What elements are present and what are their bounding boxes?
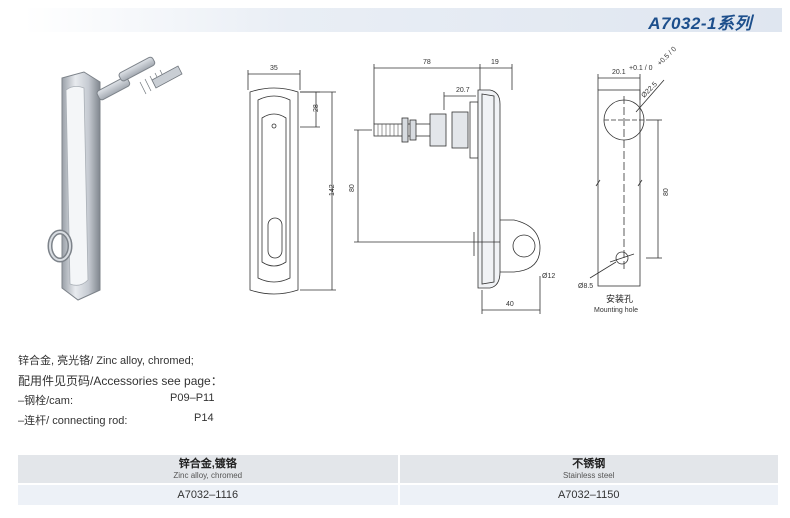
series-title: A7032-1系列 bbox=[648, 14, 752, 33]
front-view bbox=[247, 70, 336, 295]
rod-label: –连杆/ connecting rod: bbox=[18, 415, 128, 427]
mounting-height-label: 80 bbox=[663, 188, 670, 196]
side-ring-label: Ø12 bbox=[542, 273, 555, 280]
cam-pages: P09–P11 bbox=[170, 392, 215, 404]
column-header-en: Zinc alloy, chromed bbox=[173, 471, 243, 480]
mounting-hole-view bbox=[589, 74, 665, 287]
side-thread-label: 20.7 bbox=[456, 87, 470, 94]
mounting-caption-en: Mounting hole bbox=[594, 307, 638, 314]
column-header-stainless: 不锈钢 Stainless steel bbox=[398, 455, 780, 484]
side-view bbox=[354, 64, 541, 314]
mounting-hole-label: Ø8.5 bbox=[578, 283, 593, 290]
material-note: 锌合金, 亮光铬/ Zinc alloy, chromed; bbox=[18, 355, 194, 367]
side-bottom-label: 40 bbox=[506, 301, 514, 308]
front-width-label: 35 bbox=[270, 65, 278, 72]
column-header-zinc: 锌合金,镀铬 Zinc alloy, chromed bbox=[18, 455, 400, 484]
header-bar: A7032-1系列 bbox=[24, 8, 782, 33]
rod-pages: P14 bbox=[194, 412, 214, 424]
column-header-zh: 锌合金,镀铬 bbox=[178, 458, 237, 470]
technical-drawing: 35 28 142 78 19 20.7 80 40 Ø12 bbox=[47, 46, 678, 314]
code-cell-stainless: A7032–1150 bbox=[398, 483, 780, 505]
mounting-width-label: 20.1 bbox=[612, 69, 626, 76]
code-cell-zinc: A7032–1116 bbox=[18, 483, 400, 505]
side-overall-label: 78 bbox=[423, 59, 431, 66]
product-image bbox=[47, 56, 183, 301]
front-top-label: 28 bbox=[313, 104, 320, 112]
column-header-zh: 不锈钢 bbox=[572, 458, 606, 470]
cam-label: –钢栓/cam: bbox=[18, 395, 74, 407]
front-height-label: 142 bbox=[329, 184, 336, 196]
column-header-en: Stainless steel bbox=[562, 471, 615, 480]
table-row: A7032–1116 A7032–1150 bbox=[18, 483, 780, 505]
mounting-caption-zh: 安装孔 bbox=[606, 293, 633, 304]
mounting-circle-tol: +0.5 / 0 bbox=[656, 46, 678, 68]
variant-table: 锌合金,镀铬 Zinc alloy, chromed 不锈钢 Stainless… bbox=[18, 455, 780, 505]
mounting-width-tol: +0.1 / 0 bbox=[629, 65, 653, 72]
table-header-row: 锌合金,镀铬 Zinc alloy, chromed 不锈钢 Stainless… bbox=[18, 455, 780, 484]
side-depth-label: 19 bbox=[491, 59, 499, 66]
side-height-label: 80 bbox=[349, 184, 356, 192]
accessories-note: 配用件见页码/Accessories see page： bbox=[18, 374, 223, 388]
